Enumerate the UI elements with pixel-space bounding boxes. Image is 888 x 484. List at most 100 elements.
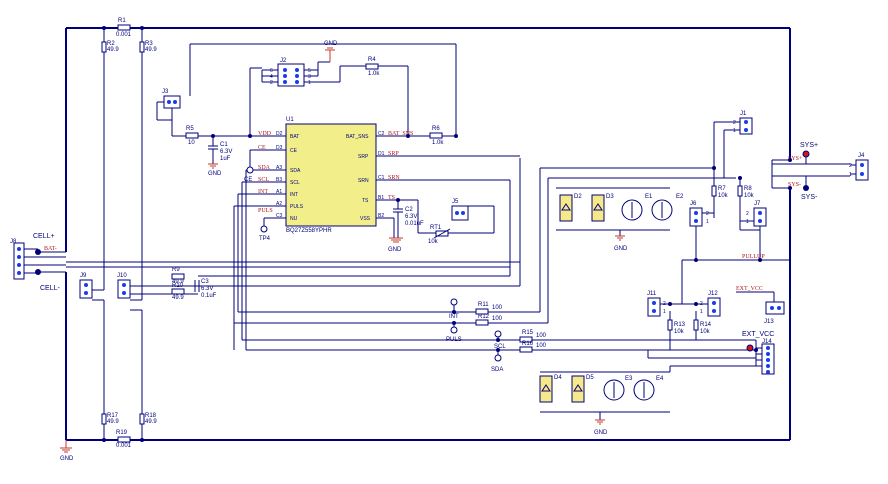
j8-connector[interactable]: J8	[10, 239, 66, 280]
gnd-symbol-bottom: GND	[60, 440, 74, 462]
svg-text:GND: GND	[60, 456, 74, 462]
c1-capacitor: C1 6.3V 1uF	[208, 136, 232, 164]
svg-text:2: 2	[733, 120, 736, 126]
j1-connector[interactable]: J1 2 1	[714, 111, 753, 135]
j9-connector[interactable]: J9	[79, 273, 93, 299]
svg-text:CE: CE	[290, 148, 298, 154]
svg-text:J14: J14	[762, 339, 772, 345]
j6-connector[interactable]: J6 2 1	[689, 201, 714, 227]
j3-connector[interactable]: J3	[156, 89, 181, 136]
svg-text:2: 2	[706, 211, 709, 217]
r5-resistor: R5 10	[185, 126, 199, 146]
j14-connector[interactable]: J14	[756, 339, 775, 375]
sys-plus-label: SYS+	[800, 142, 818, 149]
svg-text:1: 1	[733, 128, 736, 134]
r4-resistor: R4 1.0k	[365, 57, 380, 77]
ext-vcc-label: EXT_VCC	[742, 331, 774, 338]
svg-text:R19: R19	[116, 430, 128, 436]
svg-text:B2: B2	[378, 213, 384, 219]
svg-text:D5: D5	[586, 375, 594, 381]
svg-text:49.9: 49.9	[172, 279, 184, 285]
power-rails	[38, 27, 791, 441]
d2-tvs-diode: D2	[559, 194, 582, 222]
d5-tvs-diode: D5	[571, 375, 594, 403]
svg-text:GND: GND	[388, 247, 402, 253]
svg-text:1.0k: 1.0k	[368, 71, 380, 77]
svg-text:SDA: SDA	[258, 165, 271, 171]
svg-text:1: 1	[706, 219, 709, 225]
svg-text:1: 1	[700, 309, 703, 315]
svg-text:J7: J7	[754, 201, 761, 207]
c3-capacitor: C3 6.3V 0.1uF	[194, 279, 217, 299]
ext-vcc-net: EXT_VCC	[736, 286, 763, 292]
svg-text:1: 1	[308, 80, 311, 86]
e1-led: E1	[621, 194, 653, 221]
j2-connector[interactable]: J2 6 4 2 5 3 1	[250, 58, 340, 87]
svg-text:TS: TS	[388, 195, 395, 201]
svg-text:R12: R12	[478, 314, 490, 320]
svg-text:1.0k: 1.0k	[432, 140, 444, 146]
r19-sense-resistor: R19 0.001	[116, 430, 132, 449]
tp4-test-point[interactable]: TP4	[259, 225, 271, 242]
svg-text:SRP: SRP	[388, 151, 399, 157]
svg-text:TS: TS	[362, 198, 369, 204]
svg-text:R9: R9	[172, 267, 180, 273]
svg-text:R4: R4	[368, 57, 376, 63]
svg-text:TP4: TP4	[259, 236, 271, 242]
svg-text:49.9: 49.9	[172, 295, 184, 301]
svg-text:PULS: PULS	[290, 204, 304, 210]
svg-text:R18: R18	[145, 413, 157, 419]
svg-text:1: 1	[663, 309, 666, 315]
svg-text:100: 100	[492, 316, 503, 322]
svg-text:CE: CE	[258, 145, 266, 151]
svg-text:GND: GND	[594, 430, 608, 436]
svg-text:R3: R3	[145, 41, 153, 47]
svg-text:SCL: SCL	[290, 180, 300, 186]
gnd-symbol-c1: GND	[208, 163, 222, 177]
ce-test-point[interactable]: CE	[244, 166, 254, 183]
svg-text:0.01uF: 0.01uF	[405, 221, 424, 227]
j10-connector[interactable]: J10	[117, 273, 131, 299]
int-test-point[interactable]: INT	[449, 298, 459, 320]
sys-minus-net: SYS-	[788, 182, 801, 188]
svg-text:J13: J13	[764, 319, 774, 325]
svg-text:6.3V: 6.3V	[405, 214, 417, 220]
sda-test-point[interactable]: SDA	[491, 350, 503, 373]
svg-text:R10: R10	[172, 283, 184, 289]
svg-text:J6: J6	[690, 201, 697, 207]
svg-text:R6: R6	[432, 126, 440, 132]
u1-fuel-gauge-ic: U1 BQ27Z558YPHR BAT D2 VDD CE D3 CE SDA …	[258, 117, 413, 234]
svg-text:0.001: 0.001	[116, 443, 132, 449]
svg-text:49.9: 49.9	[145, 419, 157, 425]
svg-text:BAT: BAT	[290, 134, 299, 140]
bat-minus-net: BAT-	[44, 246, 57, 252]
svg-text:SRP: SRP	[358, 154, 369, 160]
c2-capacitor: C2 6.3V 0.01uF	[393, 200, 424, 238]
svg-text:J2: J2	[280, 58, 287, 64]
r10-resistor: R10 49.9	[171, 283, 185, 301]
svg-text:E2: E2	[676, 194, 684, 200]
e2-led: E2	[651, 194, 684, 221]
svg-text:SDA: SDA	[491, 367, 503, 373]
svg-text:J9: J9	[80, 273, 87, 279]
d3-tvs-diode: D3	[591, 194, 614, 222]
svg-text:SCL: SCL	[494, 344, 506, 350]
svg-text:SDA: SDA	[290, 168, 301, 174]
j7-connector[interactable]: J7 2 1	[740, 201, 767, 227]
pullup-net: PULLUP	[742, 254, 765, 260]
svg-text:0.001: 0.001	[116, 32, 132, 38]
svg-text:100: 100	[492, 305, 503, 311]
svg-text:0.1uF: 0.1uF	[201, 293, 217, 299]
j13-connector[interactable]: J13	[764, 301, 785, 325]
j4-connector[interactable]: J4 2 1	[849, 153, 869, 181]
svg-text:J4: J4	[858, 153, 865, 159]
svg-text:SCL: SCL	[258, 177, 269, 183]
j5-connector[interactable]: J5	[451, 199, 469, 221]
svg-text:R2: R2	[107, 41, 115, 47]
svg-text:D3: D3	[606, 194, 614, 200]
sys-minus-terminal	[803, 185, 809, 191]
svg-text:U1: U1	[286, 117, 294, 123]
svg-text:C2: C2	[405, 207, 413, 213]
